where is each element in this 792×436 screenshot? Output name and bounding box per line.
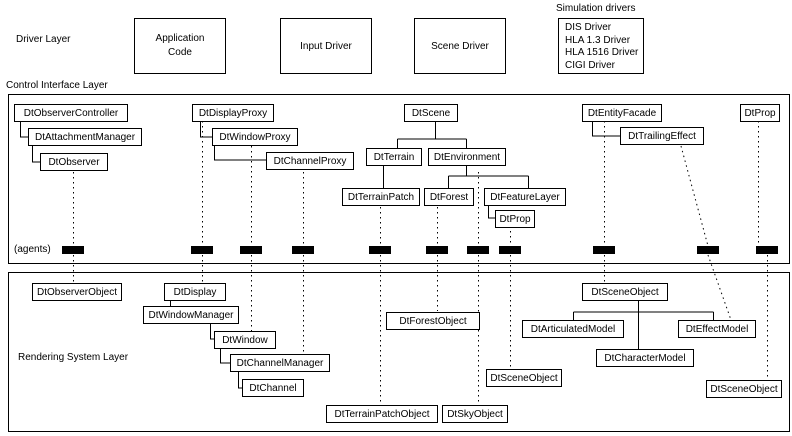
dt-scene-object-feature[interactable]: DtSceneObject bbox=[486, 369, 562, 387]
dt-feature-layer[interactable]: DtFeatureLayer bbox=[484, 188, 566, 206]
application-code-line1: Application bbox=[155, 33, 205, 44]
agent-bar-terrain-patch bbox=[369, 246, 391, 254]
dt-trailing-effect[interactable]: DtTrailingEffect bbox=[620, 127, 704, 145]
connector-sceneobject-children bbox=[573, 301, 714, 350]
sim-driver-hla13: HLA 1.3 Driver bbox=[565, 34, 631, 46]
agents-label: (agents) bbox=[14, 244, 51, 255]
application-code-line2: Code bbox=[168, 47, 192, 58]
dt-environment[interactable]: DtEnvironment bbox=[428, 148, 506, 166]
agent-bar-observer bbox=[62, 246, 84, 254]
connector-attachment-observer bbox=[32, 145, 40, 163]
application-code-box[interactable]: Application Code bbox=[134, 18, 226, 74]
connector-scene-children bbox=[397, 121, 467, 148]
simulation-drivers-box[interactable]: DIS Driver HLA 1.3 Driver HLA 1516 Drive… bbox=[558, 18, 644, 74]
agent-bar-entity bbox=[593, 246, 615, 254]
agent-bar-feature-layer bbox=[499, 246, 521, 254]
input-driver-box[interactable]: Input Driver bbox=[280, 18, 372, 74]
connector-display-window bbox=[200, 121, 212, 138]
connector-window-channel bbox=[214, 145, 266, 161]
dt-forest[interactable]: DtForest bbox=[424, 188, 474, 206]
dt-forest-object[interactable]: DtForestObject bbox=[386, 312, 480, 330]
dt-prop[interactable]: DtProp bbox=[740, 104, 780, 122]
control-interface-layer-label: Control Interface Layer bbox=[6, 80, 108, 91]
connector-environment-children bbox=[448, 165, 529, 188]
simulation-drivers-title: Simulation drivers bbox=[556, 3, 636, 14]
scene-driver-box[interactable]: Scene Driver bbox=[414, 18, 506, 74]
dt-sky-object[interactable]: DtSkyObject bbox=[442, 405, 508, 423]
dt-channel-manager[interactable]: DtChannelManager bbox=[230, 354, 330, 372]
dt-terrain-patch[interactable]: DtTerrainPatch bbox=[342, 188, 420, 206]
input-driver-label: Input Driver bbox=[300, 40, 352, 52]
dt-window-manager[interactable]: DtWindowManager bbox=[143, 306, 239, 324]
dt-attachment-manager[interactable]: DtAttachmentManager bbox=[28, 128, 142, 146]
agent-bar-environment bbox=[467, 246, 489, 254]
dt-scene-object-prop[interactable]: DtSceneObject bbox=[706, 380, 782, 398]
dt-scene-object[interactable]: DtSceneObject bbox=[582, 283, 668, 301]
dt-terrain[interactable]: DtTerrain bbox=[366, 148, 422, 166]
dt-scene[interactable]: DtScene bbox=[404, 104, 458, 122]
connector-channelmanager-channel bbox=[238, 371, 242, 389]
dt-character-model[interactable]: DtCharacterModel bbox=[596, 349, 694, 367]
dt-channel-proxy[interactable]: DtChannelProxy bbox=[266, 152, 354, 170]
driver-layer-label: Driver Layer bbox=[16, 34, 71, 45]
dt-window[interactable]: DtWindow bbox=[214, 331, 276, 349]
dt-prop-feature-child[interactable]: DtProp bbox=[495, 210, 535, 228]
connector-feature-prop bbox=[488, 206, 495, 219]
connector-entity-trailing bbox=[592, 121, 620, 137]
dt-channel[interactable]: DtChannel bbox=[242, 379, 304, 397]
dt-terrain-patch-object[interactable]: DtTerrainPatchObject bbox=[326, 405, 438, 423]
scene-driver-label: Scene Driver bbox=[431, 40, 489, 52]
dt-observer-object[interactable]: DtObserverObject bbox=[32, 283, 122, 301]
sim-driver-hla1516: HLA 1516 Driver bbox=[565, 47, 639, 58]
agent-bar-prop bbox=[756, 246, 778, 254]
dt-observer-controller[interactable]: DtObserverController bbox=[14, 104, 128, 122]
dt-articulated-model[interactable]: DtArticulatedModel bbox=[522, 320, 624, 338]
connector-window-channelmanager bbox=[220, 348, 230, 364]
agent-bar-forest bbox=[426, 246, 448, 254]
sim-driver-cigi: CIGI Driver bbox=[565, 59, 615, 71]
dt-window-proxy[interactable]: DtWindowProxy bbox=[212, 128, 298, 146]
dt-effect-model[interactable]: DtEffectModel bbox=[678, 320, 756, 338]
agent-bar-window bbox=[240, 246, 262, 254]
dt-display[interactable]: DtDisplay bbox=[164, 283, 226, 301]
control-interface-layer-frame bbox=[8, 94, 790, 264]
dt-entity-facade[interactable]: DtEntityFacade bbox=[582, 104, 662, 122]
agent-bar-trailing-effect bbox=[697, 246, 719, 254]
agent-bar-display bbox=[191, 246, 213, 254]
rendering-system-layer-label: Rendering System Layer bbox=[18, 352, 129, 363]
rendering-system-layer-frame bbox=[8, 272, 790, 432]
sim-driver-dis: DIS Driver bbox=[565, 22, 612, 33]
dt-display-proxy[interactable]: DtDisplayProxy bbox=[192, 104, 274, 122]
connector-windowmanager-window bbox=[210, 321, 214, 340]
agent-bar-channel bbox=[292, 246, 314, 254]
dt-observer[interactable]: DtObserver bbox=[40, 153, 108, 171]
connector-controller-attachment bbox=[20, 121, 28, 138]
